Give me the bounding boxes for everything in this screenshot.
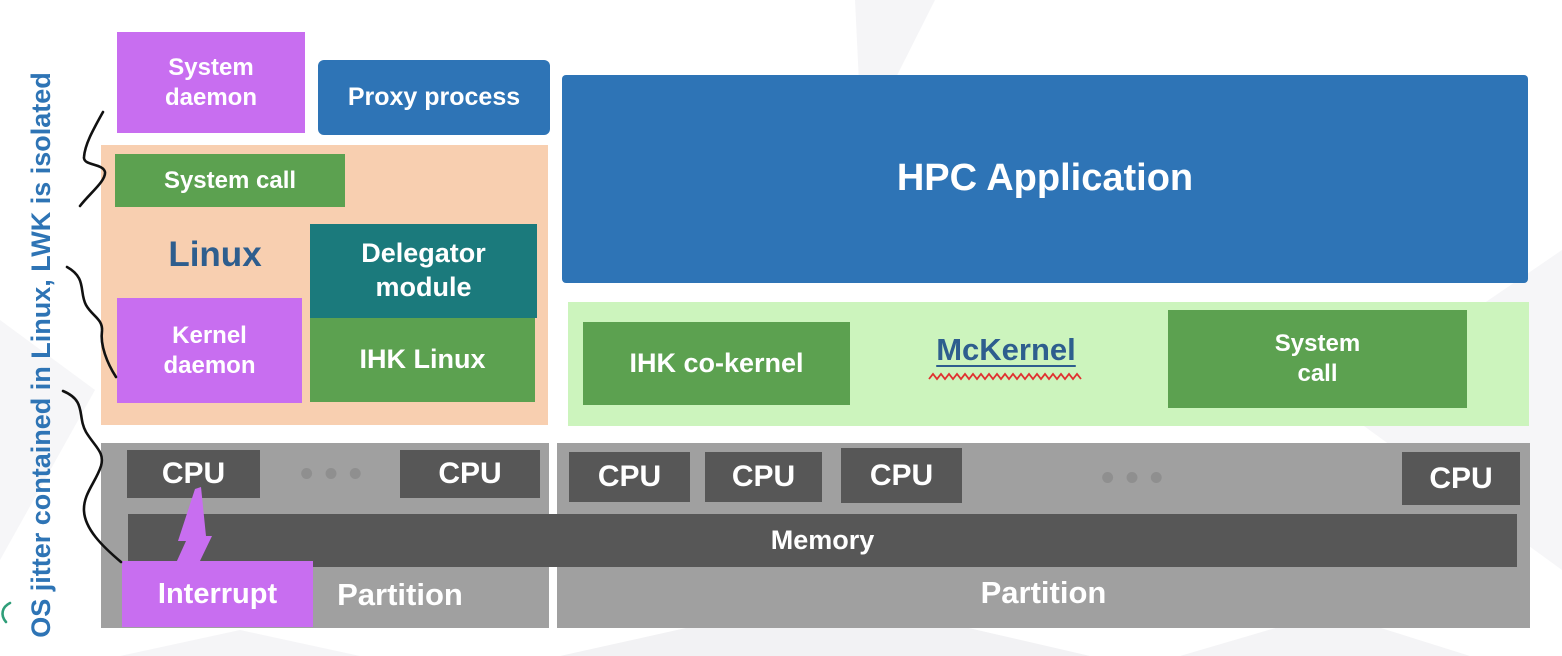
delegator-module-box: Delegator module <box>310 224 537 318</box>
ellipsis-dots: ••• <box>1101 456 1174 499</box>
mckernel-os-label: McKernel <box>936 332 1076 367</box>
cpu-box: CPU <box>841 448 962 503</box>
hpc-application-box: HPC Application <box>562 75 1528 283</box>
ellipsis-dots: ••• <box>300 452 373 495</box>
cpu-box: CPU <box>569 452 690 502</box>
corner-green-mark-icon <box>1 601 12 624</box>
cpu-box: CPU <box>705 452 822 502</box>
interrupt-box: Interrupt <box>122 561 313 627</box>
side-note: OS jitter contained in Linux, LWK is iso… <box>26 72 56 638</box>
ihk-co-kernel-box: IHK co-kernel <box>583 322 850 405</box>
mckernel-system-call-box: System call <box>1168 310 1467 408</box>
spellcheck-underline-icon <box>928 372 1082 381</box>
ihk-linux-box: IHK Linux <box>310 318 535 402</box>
right-partition-label: Partition <box>980 575 1107 610</box>
linux-os-label: Linux <box>168 235 262 274</box>
memory-bar: Memory <box>128 514 1517 567</box>
proxy-process-box: Proxy process <box>318 60 550 135</box>
kernel-daemon-box: Kernel daemon <box>117 298 302 403</box>
cpu-box: CPU <box>127 450 260 498</box>
system-daemon-box: System daemon <box>117 32 305 133</box>
cpu-box: CPU <box>1402 452 1520 505</box>
left-partition-label: Partition <box>337 577 463 612</box>
linux-system-call-box: System call <box>115 154 345 207</box>
cpu-box: CPU <box>400 450 540 498</box>
